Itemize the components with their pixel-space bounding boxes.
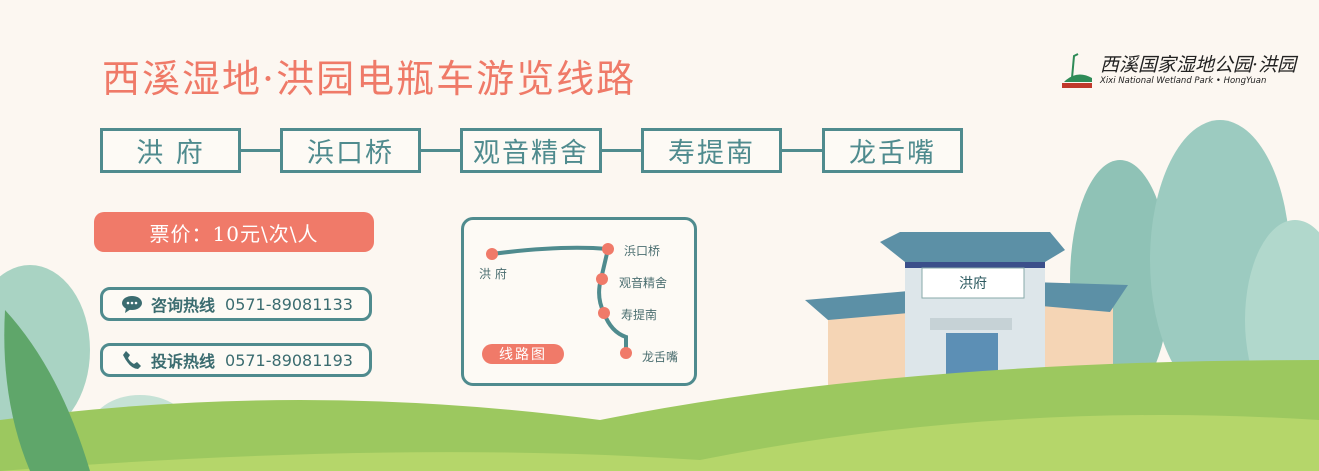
chat-bubble-icon bbox=[121, 293, 143, 315]
hill-front bbox=[0, 415, 1319, 471]
page-title: 西溪湿地·洪园电瓶车游览线路 bbox=[102, 57, 637, 101]
crane-logo-icon bbox=[1062, 53, 1092, 88]
hotline-label: 投诉热线 bbox=[151, 352, 216, 371]
logo-en: Xixi National Wetland Park • HongYuan bbox=[1100, 76, 1267, 86]
station-hongfu: 洪 府 bbox=[100, 128, 241, 173]
station-bangkouqiao: 浜口桥 bbox=[280, 128, 421, 173]
stop-dot bbox=[598, 307, 610, 319]
stop-dot bbox=[596, 273, 608, 285]
building-roof-left bbox=[805, 290, 920, 320]
hotline-number: 0571-89081193 bbox=[225, 350, 353, 370]
map-stop-label: 寿提南 bbox=[621, 308, 658, 322]
route-line bbox=[486, 243, 632, 359]
hotline-label: 咨询热线 bbox=[151, 296, 216, 315]
leaf-left bbox=[4, 310, 90, 471]
route-map: 洪 府 浜口桥 观音精舍 寿提南 龙舌嘴 线路图 bbox=[461, 217, 697, 386]
phone-icon bbox=[121, 349, 143, 371]
stop-dot bbox=[486, 248, 498, 260]
complaint-hotline: 投诉热线 0571-89081193 bbox=[100, 343, 372, 377]
map-tag: 线路图 bbox=[482, 344, 564, 364]
route-connector bbox=[602, 149, 641, 152]
gate-roof bbox=[880, 232, 1065, 262]
map-stop-label: 观音精舍 bbox=[619, 276, 668, 290]
route-connector bbox=[782, 149, 822, 152]
logo-cn: 西溪国家湿地公园·洪园 bbox=[1100, 54, 1297, 76]
hotline-number: 0571-89081133 bbox=[225, 294, 353, 314]
gate-sign bbox=[921, 267, 1025, 299]
building-roof-right bbox=[1030, 282, 1128, 312]
ticket-price-badge: 票价：10元\次\人 bbox=[94, 212, 374, 252]
station-longshezui: 龙舌嘴 bbox=[822, 128, 963, 173]
stop-dot bbox=[602, 243, 614, 255]
map-stop-label: 浜口桥 bbox=[624, 244, 661, 258]
consult-hotline: 咨询热线 0571-89081133 bbox=[100, 287, 372, 321]
map-stop-label: 洪 府 bbox=[479, 267, 507, 281]
station-guanyinjingshe: 观音精舍 bbox=[460, 128, 602, 173]
building-sign: 洪府 bbox=[959, 276, 987, 292]
park-logo: 西溪国家湿地公园·洪园 Xixi National Wetland Park •… bbox=[1060, 50, 1296, 90]
station-shoutinan: 寿提南 bbox=[641, 128, 782, 173]
stop-dot bbox=[620, 347, 632, 359]
map-stop-label: 龙舌嘴 bbox=[642, 350, 679, 364]
route-connector bbox=[241, 149, 280, 152]
route-connector bbox=[421, 149, 460, 152]
